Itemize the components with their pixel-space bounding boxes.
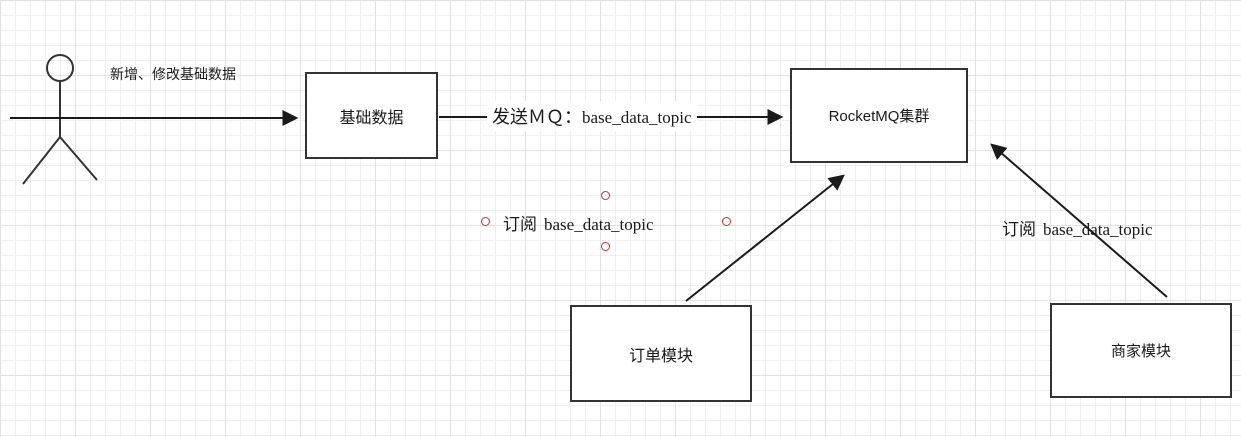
node-rocketmq-label: RocketMQ集群 [828, 108, 930, 125]
edge-label-subscribe-order[interactable]: 订阅 base_data_topic [503, 210, 654, 235]
node-order-module[interactable]: 订单模块 [570, 305, 752, 402]
selection-handle-bottom-icon[interactable] [601, 242, 610, 251]
edge-label-actor-to-base[interactable]: 新增、修改基础数据 [110, 66, 236, 82]
edge-label-subscribe-merchant-topic: base_data_topic [1043, 220, 1153, 239]
edge-order-to-mq[interactable] [685, 174, 845, 302]
edge-label-subscribe-merchant[interactable]: 订阅 base_data_topic [1002, 215, 1153, 240]
node-base-data[interactable]: 基础数据 [305, 72, 438, 159]
node-merchant-label: 商家模块 [1110, 343, 1171, 360]
selection-handle-left-icon[interactable] [481, 217, 490, 226]
edge-label-subscribe-order-topic: base_data_topic [544, 215, 654, 234]
node-rocketmq-cluster[interactable]: RocketMQ集群 [790, 68, 968, 163]
edge-label-subscribe-merchant-action: 订阅 [1002, 220, 1036, 239]
selection-handle-right-icon[interactable] [722, 217, 731, 226]
edge-label-send-mq[interactable]: 发送ＭＱ：base_data_topic [487, 101, 697, 131]
edge-label-subscribe-order-action: 订阅 [503, 215, 537, 234]
edge-label-send-topic: base_data_topic [582, 108, 692, 127]
edge-label-send-action: 发送ＭＱ： [492, 107, 582, 127]
node-base-data-label: 基础数据 [339, 109, 404, 127]
node-order-label: 订单模块 [628, 347, 693, 365]
actor-stick-figure-icon[interactable] [22, 54, 98, 185]
selection-handle-top-icon[interactable] [601, 191, 610, 200]
node-merchant-module[interactable]: 商家模块 [1050, 303, 1232, 398]
edge-merchant-to-mq[interactable] [990, 143, 1168, 298]
